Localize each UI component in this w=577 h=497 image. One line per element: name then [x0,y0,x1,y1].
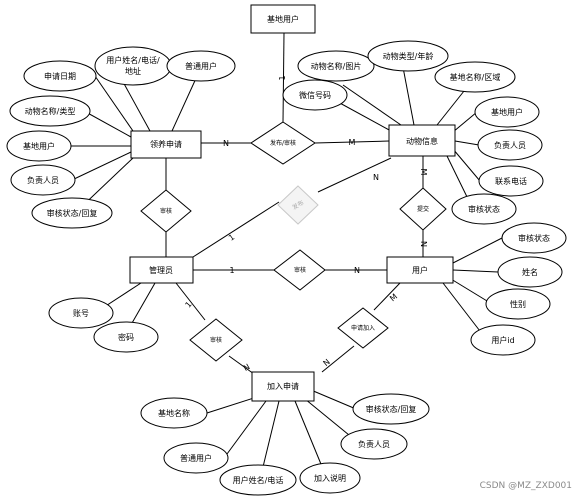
entity-admin: 管理员 [129,256,194,284]
attr-animal-base-user: 基地用户 [474,96,540,128]
attr-join-user-name-phone: 用户姓名/电话 [219,464,297,496]
relationship-apply-join: 申请加入 [337,307,389,349]
svg-text:基地用户: 基地用户 [23,141,55,151]
connector-lines [66,32,503,472]
card-base-publish: 1 [278,75,287,80]
attr-base-name-area: 基地名称/区域 [434,61,516,93]
attr-account: 账号 [48,297,114,329]
card-user-apply: M [388,292,399,303]
svg-text:用户id: 用户id [491,335,514,345]
card-admin-review-join: 1 [184,300,194,310]
svg-text:领养申请: 领养申请 [150,139,182,149]
svg-text:用户姓名/电话: 用户姓名/电话 [233,475,284,485]
attr-contact-phone: 联系电话 [478,165,544,197]
svg-text:负责人员: 负责人员 [358,439,390,449]
svg-text:申请加入: 申请加入 [351,324,375,332]
svg-text:姓名: 姓名 [522,267,538,277]
attr-animal-review-status: 审核状态 [451,193,517,225]
svg-text:审核状态/回复: 审核状态/回复 [366,404,417,414]
svg-text:发布/审核: 发布/审核 [270,139,296,147]
svg-text:动物信息: 动物信息 [406,136,438,146]
svg-text:基地用户: 基地用户 [267,14,299,24]
svg-text:基地用户: 基地用户 [491,107,523,117]
entity-adopt-request: 领养申请 [130,130,202,159]
card-join-review-join: N [242,362,252,373]
svg-text:审核: 审核 [210,336,222,344]
svg-text:负责人员: 负责人员 [27,175,59,185]
svg-text:性别: 性别 [510,299,526,309]
svg-text:审核: 审核 [294,266,306,274]
attr-join-normal-user: 普通用户 [163,442,229,474]
watermark: CSDN @MZ_ZXD001 [480,481,572,491]
entity-animal-info: 动物信息 [388,124,456,157]
attr-user-id: 用户id [470,324,536,356]
attr-adopt-review-reply: 审核状态/回复 [31,197,113,229]
relationship-review-user: 审核 [273,249,326,291]
svg-text:地址: 地址 [125,66,141,76]
svg-text:审核状态: 审核状态 [468,204,500,214]
relationship-publish: 发布 [277,185,319,225]
svg-text:申请日期: 申请日期 [44,71,76,81]
card-join-apply: N [321,357,331,368]
svg-text:审核: 审核 [160,207,172,215]
svg-text:管理员: 管理员 [149,265,173,275]
card-admin-review-user: 1 [229,266,234,275]
attr-adopt-base-user: 基地用户 [6,130,72,162]
svg-text:审核状态/回复: 审核状态/回复 [47,208,98,218]
card-animal-admin-publish: N [373,173,379,182]
entity-base-user: 基地用户 [250,4,316,34]
card-admin-publish: 1 [227,232,236,242]
relationship-review-adopt: 审核 [140,189,192,233]
attr-join-note: 加入说明 [299,462,361,494]
svg-text:普通用户: 普通用户 [180,453,212,463]
attr-user-review-status: 审核状态 [501,222,567,254]
card-animal-publish: M [349,138,356,147]
relationship-publish-review: 发布/审核 [250,121,316,165]
attr-animal-name-type: 动物名称/类型 [9,95,91,127]
cardinality-labels: 1 N M N 1 M N 1 N M N 1 N [184,75,428,373]
svg-text:动物名称/图片: 动物名称/图片 [311,61,362,71]
attr-animal-staff: 负责人员 [477,129,543,161]
attr-animal-name-pic: 动物名称/图片 [297,50,375,82]
attr-animal-type-age: 动物类型/年龄 [367,40,449,72]
svg-text:微信号码: 微信号码 [299,90,331,100]
attr-normal-user-top: 普通用户 [166,50,236,82]
entity-join-request: 加入申请 [251,371,315,402]
svg-text:联系电话: 联系电话 [495,176,527,186]
svg-text:用户: 用户 [412,265,428,275]
svg-text:动物类型/年龄: 动物类型/年龄 [383,51,434,61]
attr-user-name-phone-addr: 用户姓名/电话/ 地址 [94,46,172,86]
card-user-submit: N [419,241,428,247]
attr-gender: 性别 [485,288,551,320]
attr-name: 姓名 [497,256,563,288]
svg-text:普通用户: 普通用户 [185,61,217,71]
svg-text:基地名称: 基地名称 [158,408,190,418]
svg-text:账号: 账号 [73,309,89,318]
entity-user: 用户 [386,256,454,284]
attr-join-base-name: 基地名称 [140,397,208,429]
svg-text:加入申请: 加入申请 [267,381,299,391]
svg-text:密码: 密码 [118,332,134,342]
attr-join-review-reply: 审核状态/回复 [352,393,430,425]
attr-adopt-staff: 负责人员 [10,164,76,196]
svg-text:提交: 提交 [417,205,429,213]
svg-text:用户姓名/电话/: 用户姓名/电话/ [106,55,160,65]
relationship-review-join: 审核 [189,318,243,362]
attr-apply-date: 申请日期 [23,60,97,92]
svg-text:基地名称/区域: 基地名称/区域 [450,72,501,82]
card-animal-submit: M [419,169,428,176]
card-adopt-publish: N [223,139,229,148]
attr-join-staff: 负责人员 [340,428,408,460]
attr-wechat-id: 微信号码 [282,79,348,111]
svg-text:动物名称/类型: 动物名称/类型 [25,106,76,116]
svg-text:负责人员: 负责人员 [494,140,526,150]
svg-text:审核状态: 审核状态 [518,233,550,243]
card-user-review-user: N [354,266,360,275]
svg-text:加入说明: 加入说明 [314,473,346,483]
attr-password: 密码 [93,321,159,353]
relationship-submit: 提交 [399,187,447,231]
